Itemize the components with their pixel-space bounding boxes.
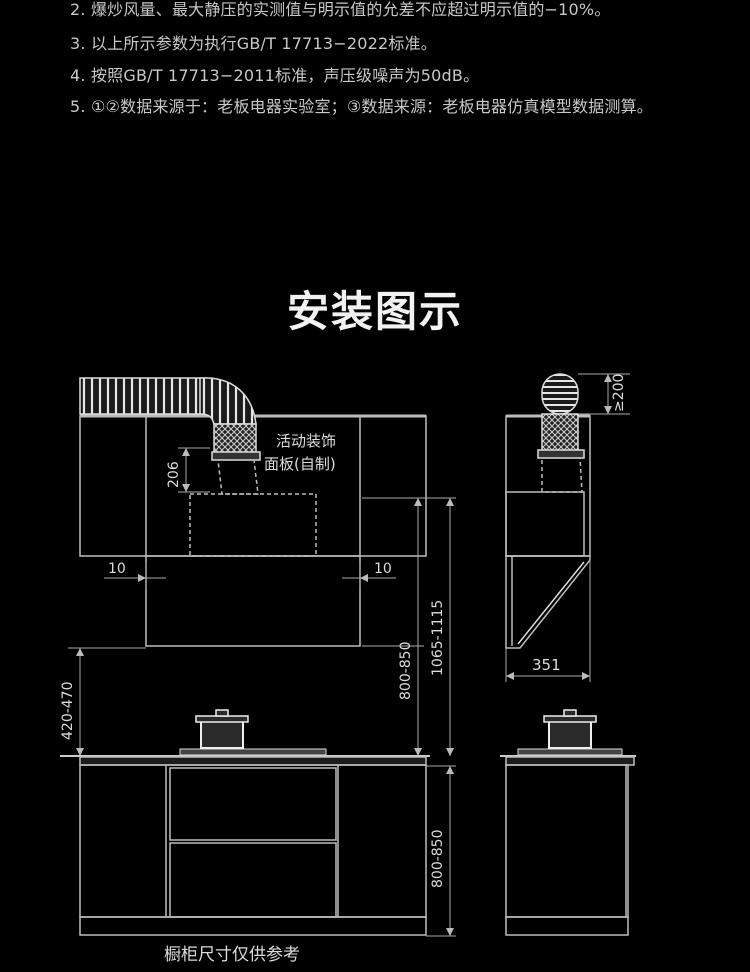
side-dimension-arrows — [506, 374, 612, 680]
duct-box — [189, 493, 317, 557]
front-view — [60, 377, 456, 937]
side-view — [500, 373, 636, 936]
hood-body — [145, 555, 361, 647]
base-cabinet — [79, 764, 427, 918]
pot-icon — [200, 717, 244, 749]
dim-206: 206 — [166, 461, 182, 488]
note-5: 5. ①②数据来源于：老板电器实验室；③数据来源：老板电器仿真模型数据测算。 — [70, 97, 653, 116]
dim-10-right: 10 — [374, 561, 392, 577]
panel-label-1: 活动装饰 — [276, 432, 336, 450]
flex-duct-vertical — [213, 423, 257, 455]
dim-total-height: 1065-1115 — [430, 600, 446, 676]
dim-duct: ≥200 — [611, 374, 627, 412]
note-3: 3. 以上所示参数为执行GB/T 17713−2022标准。 — [70, 34, 438, 53]
footer-label: 橱柜尺寸仅供参考 — [164, 945, 300, 965]
dim-side-height: 420-470 — [60, 682, 76, 741]
flex-duct-horizontal — [79, 377, 203, 415]
note-4: 4. 按照GB/T 17713−2011标准，声压级噪声为50dB。 — [70, 66, 480, 85]
duct-end-icon — [541, 373, 579, 415]
page-title: 安装图示 — [286, 287, 463, 336]
dim-10-left: 10 — [108, 561, 126, 577]
dim-depth: 351 — [532, 656, 561, 674]
dimension-arrows — [76, 448, 454, 936]
panel-label-2: 面板(自制) — [264, 455, 336, 473]
note-2: 2. 爆炒风量、最大静压的实测值与明示值的允差不应超过明示值的−10%。 — [70, 0, 611, 19]
dim-cabinet-height: 800-850 — [430, 830, 446, 889]
cooktop — [179, 748, 327, 756]
dim-hood-height: 800-850 — [398, 642, 414, 701]
